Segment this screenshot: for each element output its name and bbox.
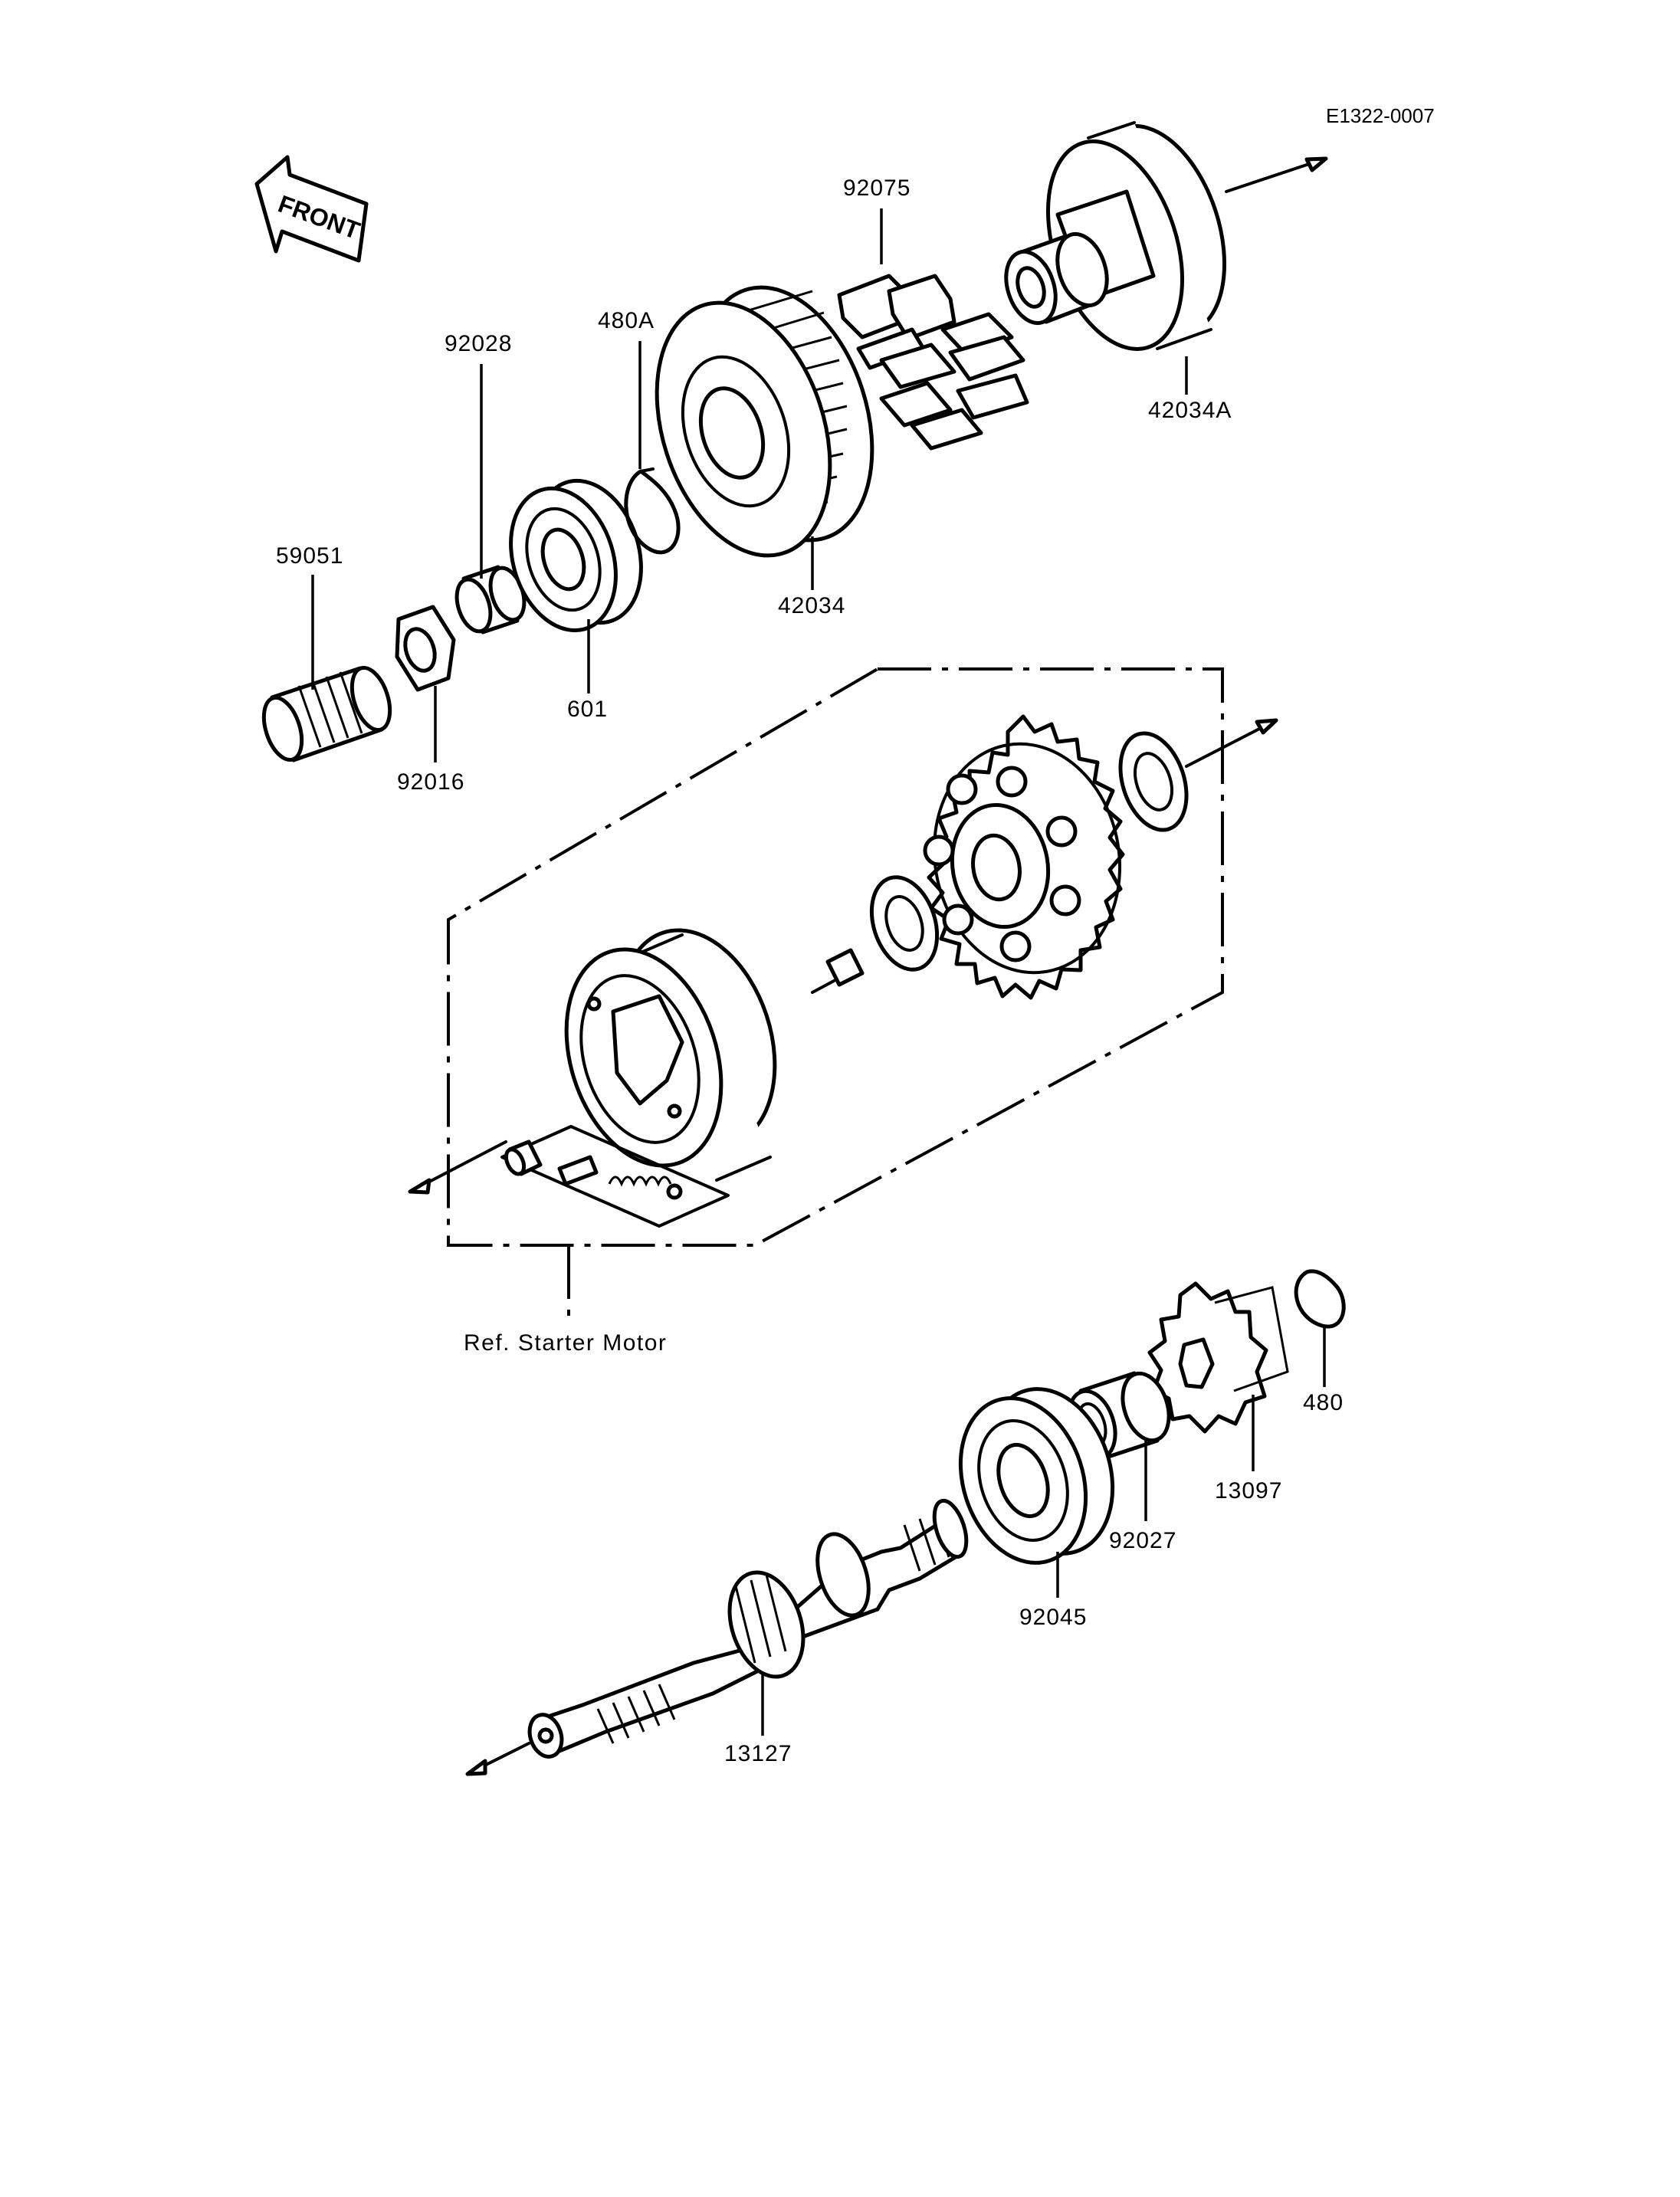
- part-92045-bearing: [958, 1387, 1115, 1565]
- label-92075: 92075: [843, 175, 911, 201]
- part-labels: 92075 42034A 480A 92028 59051 92016 601 …: [276, 175, 1344, 1766]
- arrow-left-mid: [408, 1140, 507, 1195]
- part-clutch-housing: [564, 928, 777, 1182]
- arrow-upper-right: [1225, 156, 1328, 193]
- part-92028-collar: [454, 565, 527, 635]
- part-92016-nut: [395, 605, 456, 692]
- part-42034-gear: [655, 285, 874, 558]
- drawing-code: E1322-0007: [1326, 104, 1435, 127]
- part-42034A-hub: [1004, 121, 1227, 351]
- label-480A: 480A: [598, 308, 655, 333]
- part-13127-shaft: [527, 1498, 969, 1759]
- label-601: 601: [567, 697, 608, 722]
- reference-note: Ref. Starter Motor: [464, 1330, 667, 1356]
- label-92027: 92027: [1109, 1528, 1176, 1553]
- part-washer-right: [1118, 731, 1189, 832]
- part-92075-dampers: [837, 274, 1029, 451]
- part-washer-mid: [869, 875, 940, 972]
- part-480A-circlip: [624, 467, 681, 555]
- label-13097: 13097: [1215, 1478, 1282, 1503]
- label-42034A: 42034A: [1148, 398, 1232, 423]
- part-601-bearing: [509, 478, 643, 633]
- label-92016: 92016: [397, 769, 464, 795]
- part-59051-shaft: [261, 665, 392, 762]
- part-roller-set: [500, 1125, 730, 1228]
- part-bolt: [811, 948, 865, 994]
- starter-clutch-box: [447, 667, 1224, 1322]
- arrow-left-lower: [465, 1742, 530, 1776]
- label-42034: 42034: [778, 593, 845, 618]
- label-92045: 92045: [1019, 1605, 1087, 1630]
- arrow-right-mid: [1185, 718, 1278, 768]
- part-480-circlip: [1294, 1269, 1346, 1329]
- front-arrow-badge: FRONT: [254, 155, 369, 263]
- part-starter-gear: [923, 714, 1125, 1000]
- label-92028: 92028: [445, 331, 512, 356]
- label-480: 480: [1303, 1390, 1344, 1415]
- label-13127: 13127: [724, 1741, 792, 1766]
- label-59051: 59051: [276, 543, 343, 569]
- leader-lines: [311, 208, 1326, 1736]
- part-13097-sprocket: [1147, 1281, 1289, 1434]
